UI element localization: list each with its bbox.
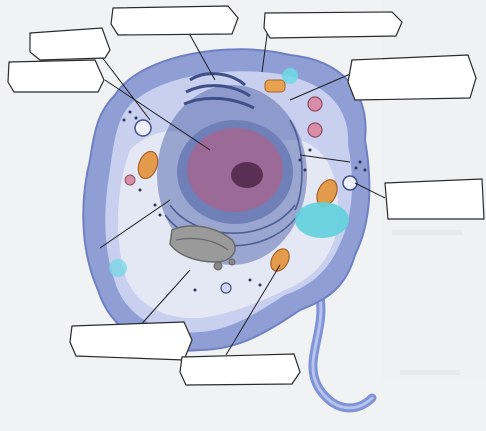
label-box-far-left[interactable] xyxy=(8,60,104,92)
lysosome xyxy=(308,97,322,111)
label-box-top-center[interactable] xyxy=(111,6,238,35)
label-box-right[interactable] xyxy=(385,179,484,219)
mitochondrion-top xyxy=(265,80,285,92)
nucleolus xyxy=(231,162,263,188)
vacuole xyxy=(295,202,349,238)
lysosome xyxy=(125,175,135,185)
lysosome xyxy=(308,123,322,137)
label-box-right-upper[interactable] xyxy=(348,55,476,100)
vesicle xyxy=(343,176,357,190)
vesicle xyxy=(221,283,231,293)
label-box-bottom-center[interactable] xyxy=(180,354,300,385)
vesicle xyxy=(135,120,151,136)
label-box-top-right[interactable] xyxy=(264,12,402,38)
label-box-top-left[interactable] xyxy=(30,28,110,60)
highlight xyxy=(282,68,298,84)
label-box-bottom-left[interactable] xyxy=(70,322,192,360)
highlight xyxy=(109,259,127,277)
